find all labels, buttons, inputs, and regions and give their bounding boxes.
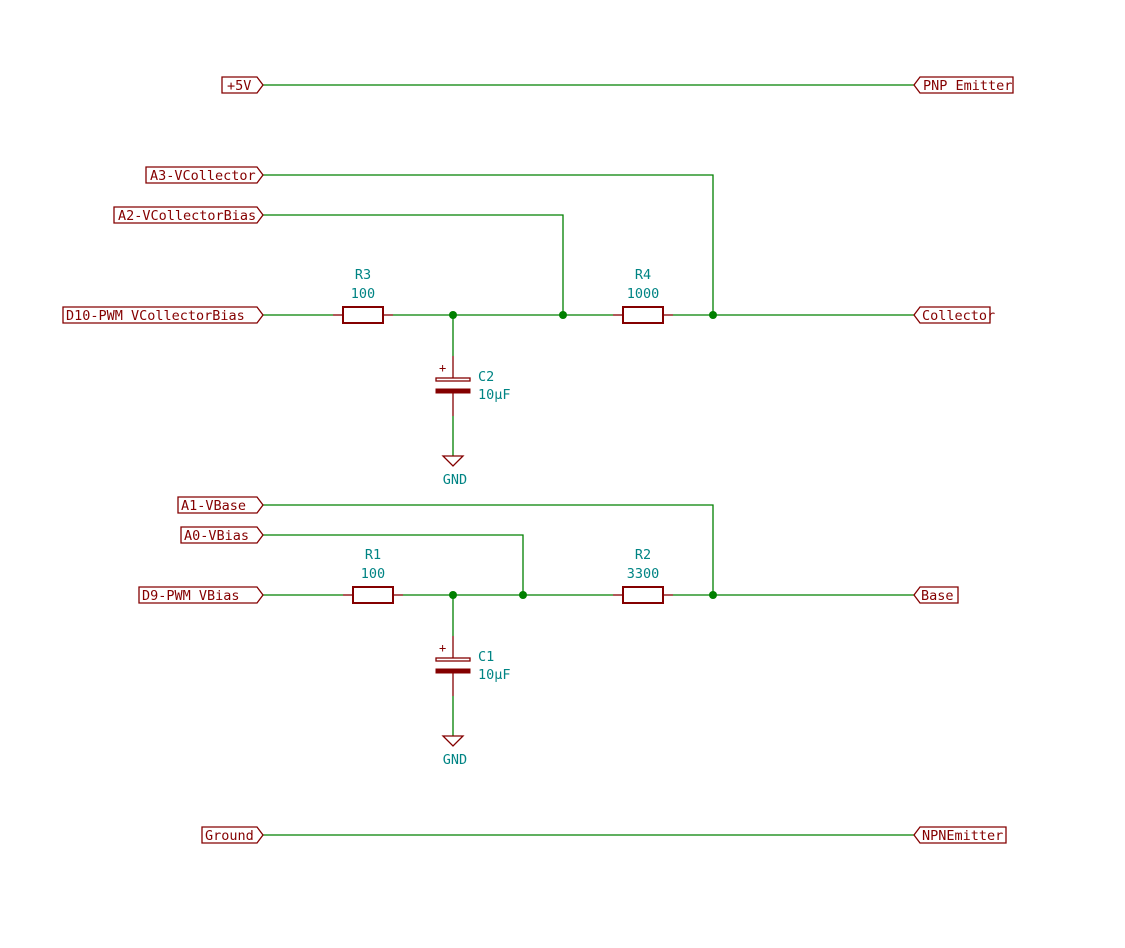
- capacitor-c1[interactable]: + C1 10µF: [435, 641, 511, 683]
- wire-a1: [263, 504, 714, 595]
- junction-c2: [449, 311, 457, 319]
- r3-value: 100: [351, 286, 375, 302]
- label-d10[interactable]: D10-PWM_VCollectorBias: [62, 306, 264, 324]
- label-a2[interactable]: A2-VCollectorBias: [113, 206, 264, 224]
- r4-ref: R4: [635, 267, 651, 283]
- label-a3-text: A3-VCollector: [150, 168, 256, 184]
- wire-a3: [263, 174, 714, 315]
- resistor-r3[interactable]: R3 100: [342, 267, 384, 324]
- r1-value: 100: [361, 566, 385, 582]
- label-ground[interactable]: Ground: [201, 826, 264, 844]
- r4-value: 1000: [627, 286, 660, 302]
- wire-a0: [263, 534, 524, 595]
- junction-a2: [559, 311, 567, 319]
- label-plus5v-text: +5V: [227, 78, 251, 94]
- r3-ref: R3: [355, 267, 371, 283]
- r1-ref: R1: [365, 547, 381, 563]
- label-d9[interactable]: D9-PWM_VBias: [138, 586, 264, 604]
- label-npn-emitter[interactable]: NPNEmitter: [913, 826, 1007, 844]
- c2-value: 10µF: [478, 387, 511, 403]
- label-collector[interactable]: Collector: [913, 306, 995, 324]
- label-a1[interactable]: A1-VBase: [177, 496, 264, 514]
- label-pnp-emitter-text: PNP_Emitter: [923, 78, 1012, 94]
- gnd-top-text: GND: [443, 472, 467, 488]
- junction-a0: [519, 591, 527, 599]
- gnd-bottom-text: GND: [443, 752, 467, 768]
- wire-a2: [263, 214, 564, 315]
- junction-c1: [449, 591, 457, 599]
- label-a1-text: A1-VBase: [181, 498, 246, 514]
- capacitor-c2[interactable]: + C2 10µF: [435, 361, 511, 403]
- junction-a1: [709, 591, 717, 599]
- label-base-text: Base: [921, 588, 954, 604]
- label-d9-text: D9-PWM_VBias: [142, 588, 240, 604]
- resistor-r4[interactable]: R4 1000: [622, 267, 664, 324]
- junction-a3: [709, 311, 717, 319]
- label-a0[interactable]: A0-VBias: [180, 526, 264, 544]
- label-npn-emitter-text: NPNEmitter: [922, 828, 1003, 844]
- label-a3[interactable]: A3-VCollector: [145, 166, 264, 184]
- c2-plus: +: [439, 361, 446, 375]
- label-a0-text: A0-VBias: [184, 528, 249, 544]
- gnd-symbol-top: GND: [441, 455, 467, 488]
- label-pnp-emitter[interactable]: PNP_Emitter: [913, 76, 1014, 94]
- c1-plus: +: [439, 641, 446, 655]
- resistor-r2[interactable]: R2 3300: [622, 547, 664, 604]
- r2-ref: R2: [635, 547, 651, 563]
- r2-value: 3300: [627, 566, 660, 582]
- label-a2-text: A2-VCollectorBias: [118, 208, 256, 224]
- c1-ref: C1: [478, 649, 494, 665]
- gnd-symbol-bottom: GND: [441, 735, 467, 768]
- resistor-r1[interactable]: R1 100: [352, 547, 394, 604]
- label-plus5v[interactable]: +5V: [221, 76, 264, 94]
- label-d10-text: D10-PWM_VCollectorBias: [66, 308, 245, 324]
- c2-ref: C2: [478, 369, 494, 385]
- label-ground-text: Ground: [205, 828, 254, 844]
- label-collector-text: Collector: [922, 308, 995, 324]
- label-base[interactable]: Base: [913, 586, 959, 604]
- c1-value: 10µF: [478, 667, 511, 683]
